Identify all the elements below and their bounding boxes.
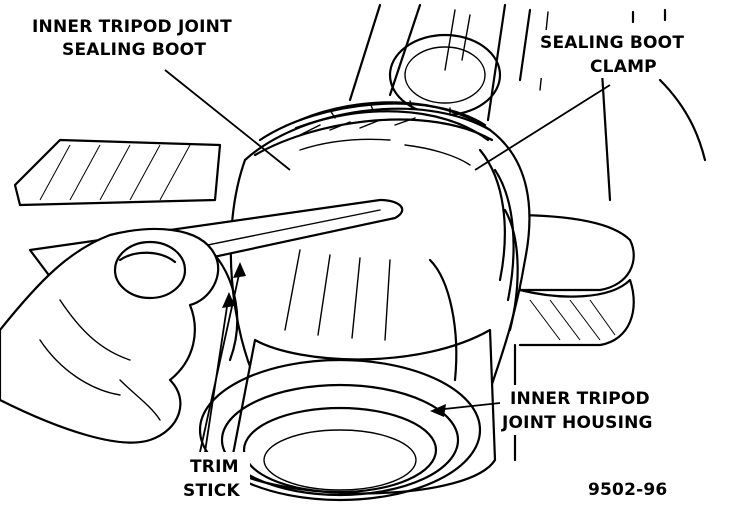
stick-arrowhead-a [233, 262, 246, 278]
callout-labels: INNER TRIPOD JOINT SEALING BOOT SEALING … [24, 14, 685, 502]
label-clamp-line2: CLAMP [590, 57, 657, 77]
housing-leader-line [434, 402, 501, 411]
clamp-leader-line [474, 84, 611, 171]
stick-leader-line-b [204, 299, 229, 453]
leader-lines [164, 69, 611, 453]
label-boot-line2: SEALING BOOT [62, 40, 206, 60]
stick-arrowhead-b [222, 292, 235, 308]
label-stick-line2: STICK [183, 481, 240, 501]
boot-clamp [294, 100, 492, 142]
joint-housing [198, 249, 497, 502]
boot-leader-line [164, 69, 291, 171]
housing-arrowhead [430, 404, 446, 417]
label-stick-line1: TRIM [190, 457, 239, 477]
support-bracket [508, 213, 635, 462]
side-panel [13, 138, 222, 207]
label-clamp-line1: SEALING BOOT [540, 33, 684, 53]
stick-leader-line-a [199, 269, 241, 453]
figure-number: 9502-96 [588, 480, 667, 500]
label-boot-line1: INNER TRIPOD JOINT [32, 17, 232, 37]
label-housing-line1: INNER TRIPOD [510, 389, 650, 409]
hand [0, 227, 239, 444]
label-housing-line2: JOINT HOUSING [501, 413, 653, 433]
